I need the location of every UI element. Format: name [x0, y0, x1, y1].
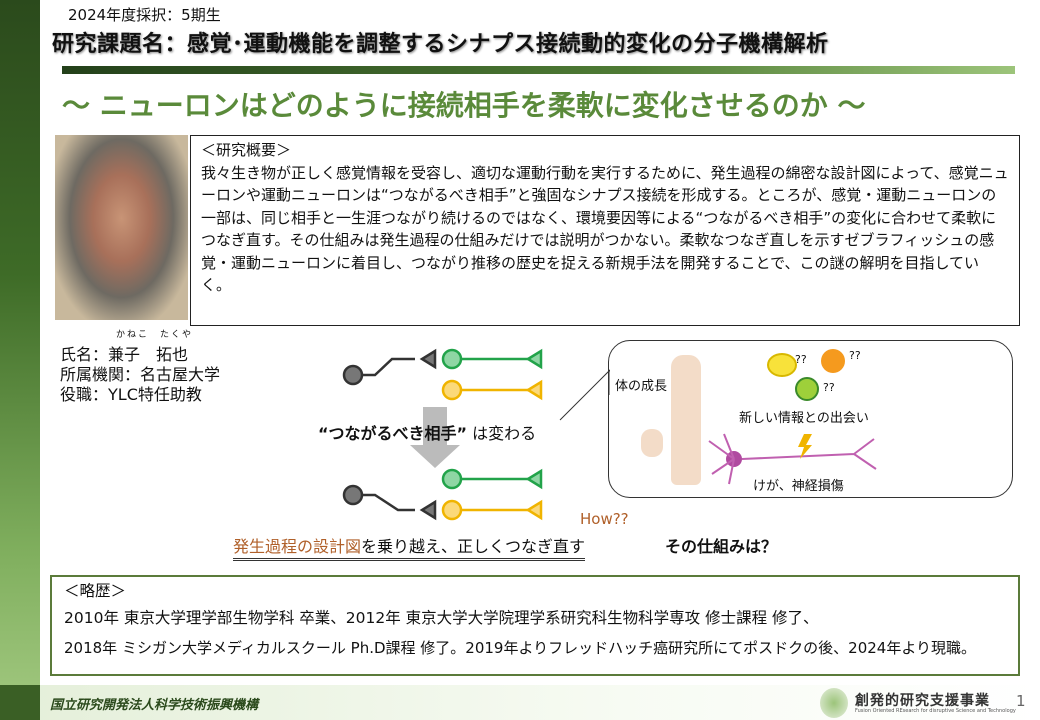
down-arrow: [410, 407, 460, 468]
neuron-diagram: [342, 348, 610, 521]
neuron-top-green: [441, 348, 543, 370]
history-box: ＜略歴＞ 2010年 東京大学理学部生物学科 卒業、2012年 東京大学大学院理…: [50, 575, 1020, 676]
sidebar-decoration: [0, 0, 40, 685]
researcher-affiliation: 所属機関：名古屋大学: [60, 365, 221, 384]
neuron-injury-icon: [708, 433, 877, 485]
injury-label: けが、神経損傷: [753, 479, 844, 494]
new-info-label: 新しい情報との出会い: [739, 411, 869, 426]
batch-label: 2024年度採択：5期生: [68, 6, 221, 24]
neuron-bottom-yellow: [441, 499, 543, 521]
footer-bar: [0, 685, 1040, 720]
researcher-info: かねこ たくや 氏名：兼子 拓也 所属機関：名古屋大学 役職：YLC特任助教: [60, 325, 220, 405]
question-2: ??: [849, 349, 861, 362]
rewire-text: 発生過程の設計図を乗り越え、正しくつなぎ直す: [233, 533, 586, 561]
page-number: 1: [1016, 692, 1026, 710]
neuron-top-gray: [342, 348, 437, 386]
partner-changes-text: “つながるべき相手” は変わる: [318, 420, 536, 444]
mechanism-question: その仕組みは？: [665, 537, 778, 556]
program-subtitle: Fusion Oriented REsearch for disruptive …: [855, 708, 1016, 714]
summary-box: ＜研究概要＞ 我々生き物が正しく感覚情報を受容し、適切な運動行動を実行するために…: [190, 135, 1020, 326]
how-label: How??: [580, 510, 629, 528]
history-line-2: 2018年 ミシガン大学メディカルスクール Ph.D課程 修了。2019年よりフ…: [64, 639, 977, 657]
partner-rest: は変わる: [467, 424, 537, 443]
researcher-photo: [55, 135, 188, 320]
name-ruby: かねこ たくや: [116, 330, 194, 340]
researcher-position: 役職：YLC特任助教: [60, 385, 202, 404]
forest-logo-icon: [820, 688, 848, 718]
speech-bubble: 体の成長 ?? ?? ?? 新しい情報との出会い けが、神経損傷: [608, 340, 1013, 498]
history-heading: ＜略歴＞: [64, 582, 127, 600]
lemon-icon: [767, 353, 797, 377]
blueprint-text: 発生過程の設計図: [233, 537, 362, 556]
neuron-bottom-gray: [342, 484, 437, 521]
program-name: 創発的研究支援事業: [855, 693, 990, 709]
page-title: 研究課題名：感覚･運動機能を調整するシナプス接続動的変化の分子機構解析: [52, 32, 829, 57]
question-3: ??: [823, 381, 835, 394]
question-1: ??: [795, 353, 807, 366]
bubble-tail: [559, 369, 610, 421]
orange-icon: [821, 349, 845, 373]
summary-heading: ＜研究概要＞: [201, 141, 292, 159]
neuron-top-yellow: [441, 379, 543, 401]
jst-org-name: 国立研究開発法人科学技術振興機構: [50, 698, 259, 713]
history-line-1: 2010年 東京大学理学部生物学科 卒業、2012年 東京大学大学院理学系研究科…: [64, 609, 819, 627]
title-divider: [62, 66, 1015, 74]
neuron-bottom-green: [441, 468, 543, 490]
lime-icon: [795, 377, 819, 401]
researcher-name: 氏名：兼子 拓也: [60, 345, 189, 364]
partner-bold: “つながるべき相手”: [318, 424, 468, 443]
footer-corner: [0, 685, 40, 720]
growth-label: 体の成長: [615, 379, 668, 394]
baby-icon: [641, 429, 663, 457]
rewire-rest: を乗り越え、正しくつなぎ直す: [361, 537, 586, 556]
page-subtitle: ～ ニューロンはどのように接続相手を柔軟に変化させるのか ～: [62, 89, 866, 122]
human-body-icon: [671, 355, 701, 485]
summary-body: 我々生き物が正しく感覚情報を受容し、適切な運動行動を実行するために、発生過程の綿…: [201, 163, 1009, 295]
